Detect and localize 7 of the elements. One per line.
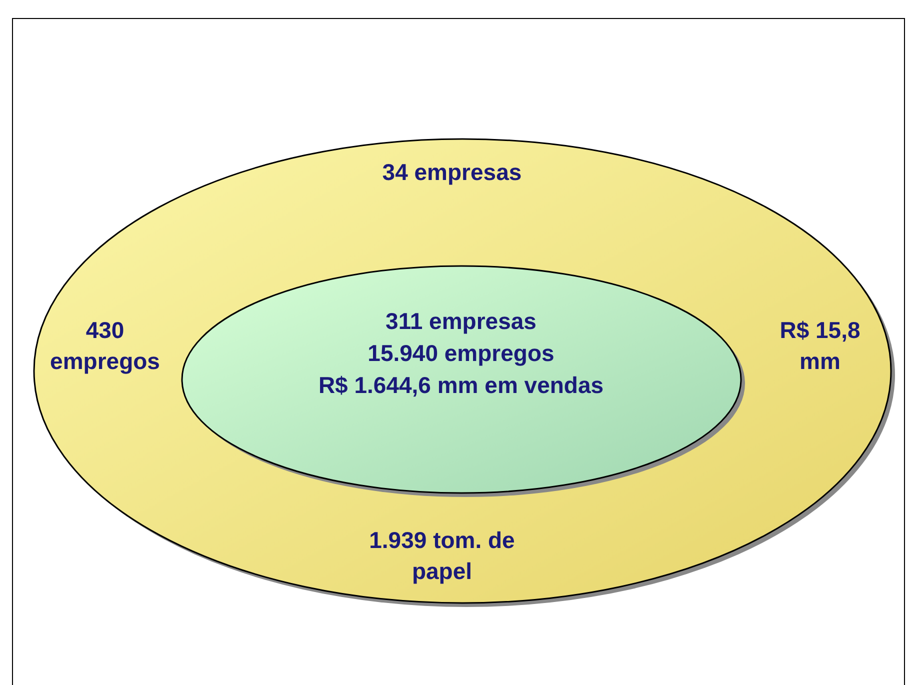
figure-label: 311 empresas: [384, 307, 538, 336]
figure-label: 34 empresas: [381, 158, 523, 187]
figure-label: R$ 15,8 mm: [778, 316, 862, 376]
figure-label: 430 empregos: [49, 316, 161, 376]
figure-label: 15.940 empregos: [366, 339, 556, 368]
figure-label: R$ 1.644,6 mm em vendas: [317, 371, 605, 400]
figure-label: 1.939 tom. de papel: [368, 526, 516, 586]
